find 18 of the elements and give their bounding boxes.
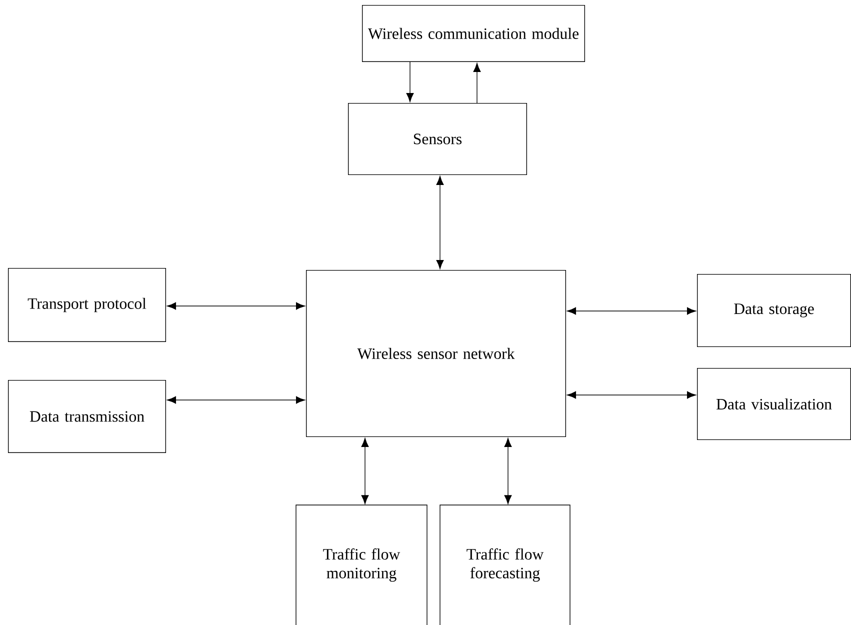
process-box: Traffic flow forecasting <box>440 504 570 625</box>
arrow <box>473 63 481 104</box>
process-box: Sensors <box>348 102 528 176</box>
process-box: Wireless sensor network <box>306 270 566 438</box>
arrow <box>167 302 305 310</box>
process-box: Wireless communication module <box>362 4 586 62</box>
process-box: Data visualization <box>697 368 851 440</box>
process-box: Traffic flow monitoring <box>296 504 428 625</box>
process-box: Data storage <box>697 274 851 348</box>
arrow <box>361 438 369 504</box>
arrow <box>567 391 696 399</box>
arrow <box>436 176 444 269</box>
arrow <box>406 62 414 102</box>
arrow <box>504 438 512 504</box>
arrow <box>567 307 696 315</box>
process-box: Data transmission <box>8 380 166 454</box>
arrow <box>167 396 305 404</box>
process-box: Transport protocol <box>8 268 166 342</box>
